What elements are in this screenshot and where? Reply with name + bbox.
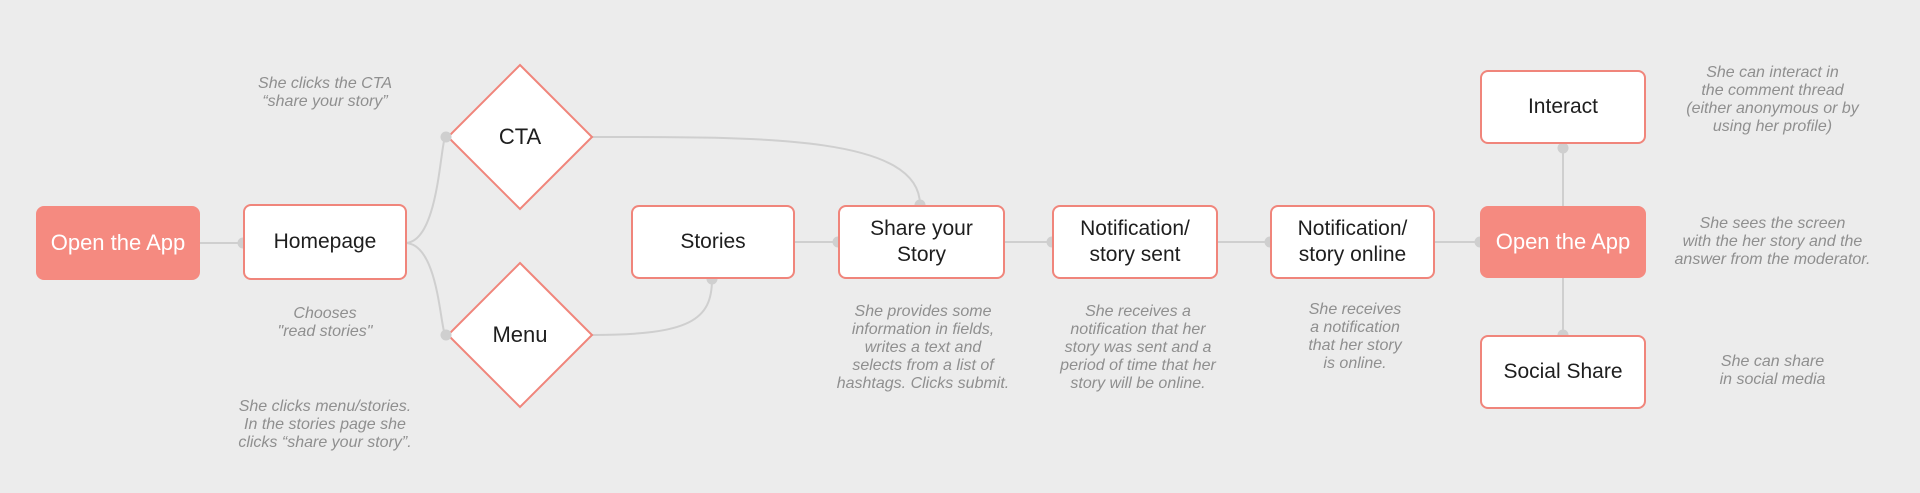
open-app-end-node[interactable]: Open the App	[1480, 206, 1646, 278]
connector-dot	[1557, 142, 1569, 154]
connector-dot	[440, 131, 452, 143]
social-share-label: Social Share	[1503, 360, 1623, 384]
open-app-start-node[interactable]: Open the App	[36, 206, 200, 280]
note-share-social: She can share in social media	[1719, 353, 1826, 388]
interact-node[interactable]: Interact	[1480, 70, 1646, 144]
share-story-label: Share your Story	[870, 217, 973, 266]
note-cta-click: She clicks the CTA “share your story”	[258, 75, 392, 110]
note-receives-sent: She receives a notification that her sto…	[1060, 303, 1216, 392]
homepage-node[interactable]: Homepage	[243, 204, 407, 280]
stories-label: Stories	[680, 230, 746, 254]
open-app-end-label: Open the App	[1495, 228, 1631, 254]
social-share-node[interactable]: Social Share	[1480, 335, 1646, 409]
share-story-node[interactable]: Share your Story	[838, 205, 1005, 279]
notification-online-node[interactable]: Notification/ story online	[1270, 205, 1435, 279]
note-menu-stories: She clicks menu/stories. In the stories …	[238, 398, 412, 451]
menu-diamond[interactable]	[446, 261, 594, 409]
connector-cta-share	[591, 135, 921, 206]
open-app-start-label: Open the App	[50, 229, 186, 255]
note-read-stories: Chooses "read stories"	[277, 305, 373, 340]
note-sees-screen: She sees the screen with the her story a…	[1674, 215, 1871, 268]
connector-menu-stories	[591, 278, 713, 336]
connector-homepage-cta	[404, 136, 447, 244]
menu-label: Menu	[492, 322, 548, 347]
notification-online-label: Notification/ story online	[1297, 217, 1408, 266]
cta-label: CTA	[498, 124, 542, 149]
interact-label: Interact	[1527, 95, 1599, 119]
notification-sent-node[interactable]: Notification/ story sent	[1052, 205, 1218, 279]
cta-diamond[interactable]	[446, 63, 594, 211]
note-provides-info: She provides some information in fields,…	[836, 303, 1010, 392]
stories-node[interactable]: Stories	[631, 205, 795, 279]
homepage-label: Homepage	[273, 230, 377, 254]
note-receives-online: She receives a notification that her sto…	[1308, 301, 1402, 372]
note-interact-thread: She can interact in the comment thread (…	[1686, 64, 1859, 135]
connector-dot	[440, 329, 452, 341]
notification-sent-label: Notification/ story sent	[1080, 217, 1190, 266]
